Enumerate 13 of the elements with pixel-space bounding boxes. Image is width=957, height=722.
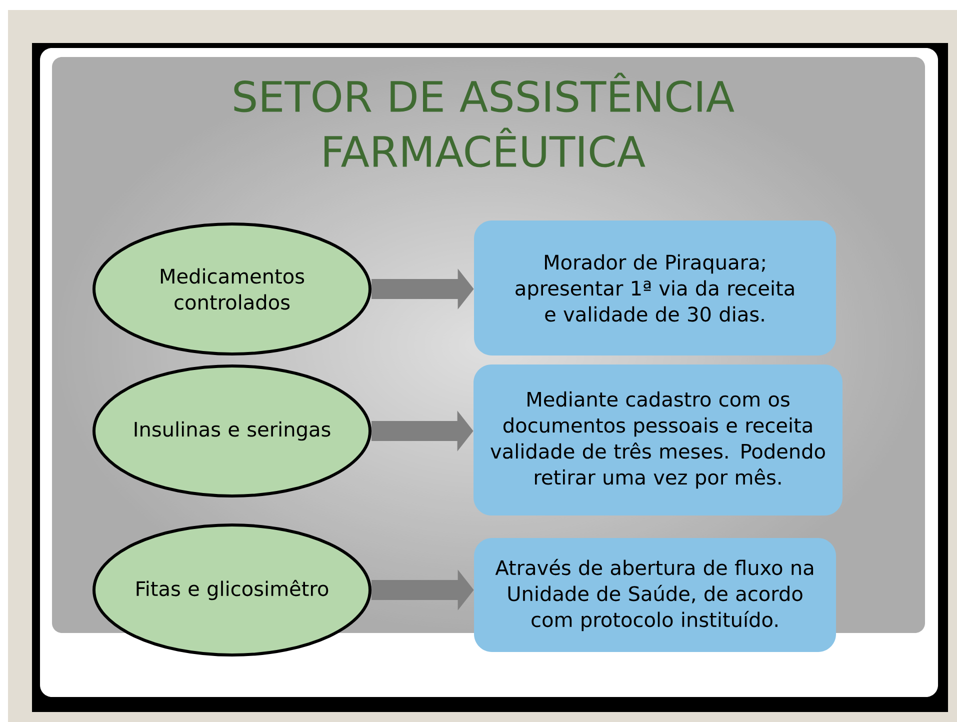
node-label: Insulinas e seringas	[134, 421, 330, 441]
rounded-box	[474, 220, 836, 356]
rounded-box	[474, 538, 836, 652]
node-label: Através de abertura de fluxo na Unidade de Saúde, de acordo com protocolo instituído.	[495, 558, 814, 632]
title: SETOR DE ASSISTÊNCIA FARMACÊUTICA	[234, 72, 734, 168]
node-label: Morador de Piraquara; apresentar 1ª via da receita e validade de 30 dias.	[516, 254, 794, 322]
ellipse-node	[92, 524, 372, 656]
node-label: Fitas e glicosimêtro	[136, 580, 328, 600]
ellipse-node	[92, 364, 372, 498]
ellipse-node	[92, 222, 372, 356]
rounded-box	[474, 364, 843, 516]
node-label: Medicamentos controlados	[160, 268, 304, 310]
node-label: Mediante cadastro com os documentos pessoais e receita validade de três meses. Podendo retirar uma vez por mês.	[490, 391, 825, 489]
